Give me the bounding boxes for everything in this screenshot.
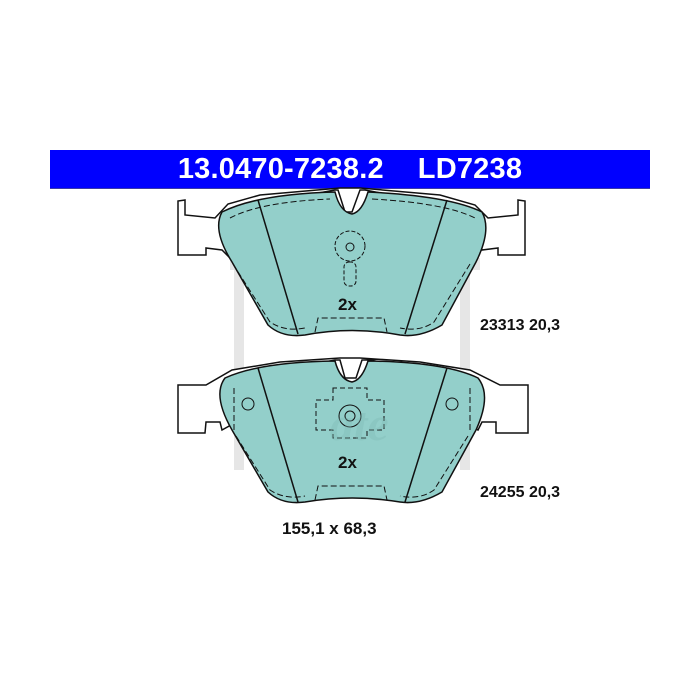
upper-pad-quantity: 2x xyxy=(338,295,357,314)
pad-dimensions: 155,1 x 68,3 xyxy=(282,519,377,538)
upper-pad xyxy=(177,187,526,337)
lower-friction-material xyxy=(219,360,486,504)
part-number: 13.0470-7238.2 xyxy=(177,152,384,185)
reference-code: LD7238 xyxy=(417,152,523,185)
upper-friction-material xyxy=(217,191,487,337)
lower-pad: ate xyxy=(177,357,529,504)
lower-pad-spec: 24255 20,3 xyxy=(480,484,561,501)
upper-pad-spec: 23313 20,3 xyxy=(480,317,561,334)
part-number-banner: 13.0470-7238.2 LD7238 xyxy=(50,150,650,189)
lower-pad-quantity: 2x xyxy=(338,453,357,472)
svg-text:ate: ate xyxy=(330,398,389,451)
